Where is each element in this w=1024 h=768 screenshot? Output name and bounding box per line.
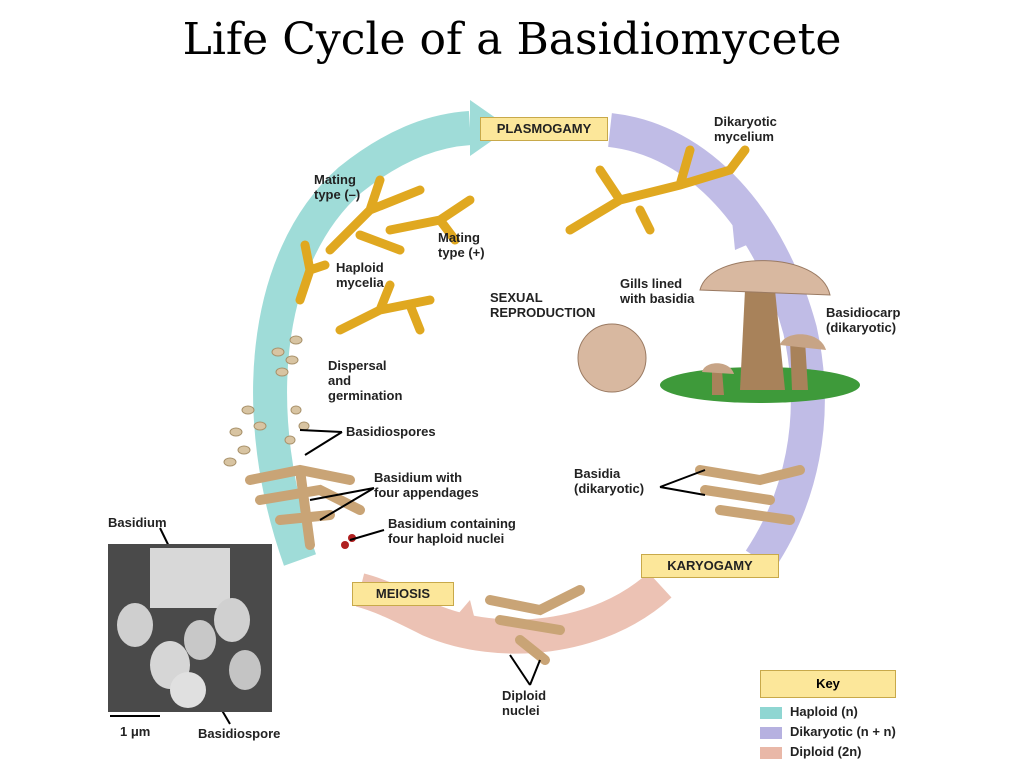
dikaryotic-mycelium-drawing: [565, 145, 750, 235]
key-item-dikaryotic: Dikaryotic (n + n): [760, 724, 896, 739]
haploid-swatch: [760, 706, 782, 719]
label-haploid-mycelia: Haploid mycelia: [336, 260, 384, 290]
label-diploid-nuclei: Diploid nuclei: [502, 688, 547, 718]
page-title: Life Cycle of a Basidiomycete: [182, 14, 842, 65]
stage-plasmogamy: PLASMOGAMY: [480, 117, 608, 141]
micrograph: [108, 544, 272, 712]
stage-meiosis: MEIOSIS: [352, 582, 454, 606]
basidia-diploid: [485, 585, 585, 665]
diploid-arrowhead: [440, 600, 480, 640]
mushroom-basidiocarp: [660, 260, 860, 403]
haploid-arrow: [253, 111, 472, 566]
label-basidium-nuclei: Basidium containing four haploid nuclei: [388, 516, 516, 546]
label-scale: 1 μm: [120, 724, 151, 739]
label-dispersal: Dispersal and germination: [328, 358, 403, 403]
label-micro-basidiospore: Basidiospore: [198, 726, 281, 741]
basidia-dikaryotic: [695, 465, 805, 525]
stage-karyogamy: KARYOGAMY: [641, 554, 779, 578]
label-dikaryotic-mycelium: Dikaryotic mycelium: [714, 114, 777, 144]
haploid-mycelia: [295, 175, 475, 335]
diploid-swatch: [760, 746, 782, 759]
label-basidium-four: Basidium with four appendages: [374, 470, 479, 500]
dikaryotic-arrowhead: [730, 200, 770, 250]
label-micro-basidium: Basidium: [108, 515, 167, 530]
key-title: Key: [760, 670, 896, 698]
key-item-haploid: Haploid (n): [760, 704, 858, 719]
key-item-diploid: Diploid (2n): [760, 744, 862, 759]
gill-zoom: [577, 323, 647, 393]
key-label: Diploid (2n): [790, 744, 862, 759]
label-basidiospores: Basidiospores: [346, 424, 436, 439]
label-basidiocarp: Basidiocarp (dikaryotic): [826, 305, 901, 335]
dikaryotic-swatch: [760, 726, 782, 739]
spore-cluster: [223, 335, 310, 467]
key-label: Haploid (n): [790, 704, 858, 719]
key-label: Dikaryotic (n + n): [790, 724, 896, 739]
label-basidia-dikaryotic: Basidia (dikaryotic): [574, 466, 645, 496]
label-sexual-reproduction: SEXUAL REPRODUCTION: [490, 290, 596, 320]
label-gills: Gills lined with basidia: [620, 276, 695, 306]
basidia-left: [245, 464, 365, 550]
label-mating-plus: Mating type (+): [438, 230, 485, 260]
label-mating-minus: Mating type (–): [314, 172, 361, 202]
